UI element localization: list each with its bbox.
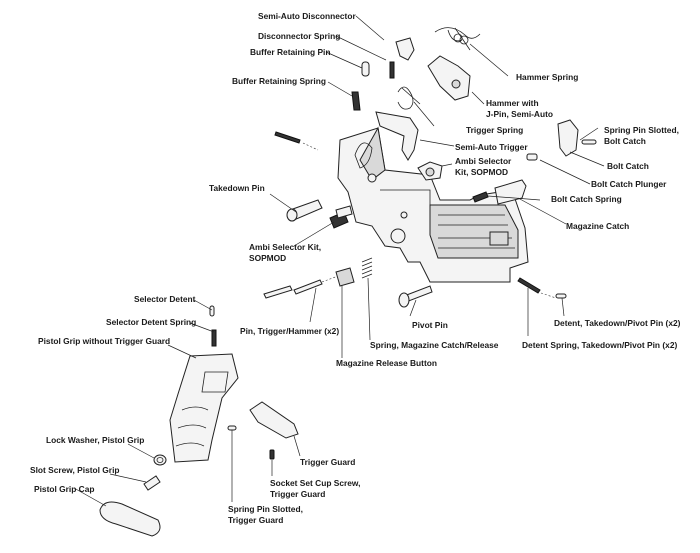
label-spring-magazine-catch: Spring, Magazine Catch/Release	[370, 340, 499, 350]
ambi-selector-kit-left-part	[329, 205, 353, 229]
label-hammer-spring: Hammer Spring	[516, 72, 578, 82]
buffer-retaining-spring-part	[351, 91, 361, 111]
label-socket-set-cup-screw: Socket Set Cup Screw,	[270, 478, 360, 488]
lock-washer-part	[153, 454, 167, 466]
label-semi-auto-trigger: Semi-Auto Trigger	[455, 142, 528, 152]
label-ambi-selector-kit-b: Kit, SOPMOD	[455, 167, 508, 177]
label-bolt-catch-sub: Bolt Catch	[604, 136, 646, 146]
takedown-pin-part	[286, 199, 323, 222]
socket-set-cup-screw-part	[269, 449, 275, 460]
magazine-catch-spring-part	[361, 257, 373, 279]
label-slot-screw-pistol-grip: Slot Screw, Pistol Grip	[30, 465, 120, 475]
pistol-grip-cap-part	[99, 501, 161, 537]
bolt-catch-spring-part	[472, 191, 489, 203]
label-j-pin-semi-auto: J-Pin, Semi-Auto	[486, 109, 553, 119]
rear-pin-part	[274, 131, 319, 151]
selector-detent-spring-part	[211, 329, 217, 347]
label-pistol-grip-cap: Pistol Grip Cap	[34, 484, 95, 494]
label-selector-detent-spring: Selector Detent Spring	[106, 317, 196, 327]
hammer-spring-part	[434, 27, 481, 51]
spring-pin-trigger-guard-part	[227, 425, 237, 431]
magazine-release-button-part	[335, 267, 355, 287]
label-ambi-selector-kit-left-a: Ambi Selector Kit,	[249, 242, 321, 252]
label-bolt-catch-spring: Bolt Catch Spring	[551, 194, 622, 204]
label-pistol-grip-without-trigger-guard: Pistol Grip without Trigger Guard	[38, 336, 170, 346]
label-hammer-with: Hammer with	[486, 98, 539, 108]
part-labels: Semi-Auto Disconnector Disconnector Spri…	[30, 11, 681, 525]
label-buffer-retaining-spring: Buffer Retaining Spring	[232, 76, 326, 86]
detent-spring-takedown-part	[517, 277, 557, 299]
selector-detent-part	[209, 305, 215, 317]
slot-screw-part	[143, 475, 161, 491]
leader-lines	[73, 15, 605, 507]
lower-receiver	[337, 126, 529, 283]
label-spring-pin-slotted-tg: Spring Pin Slotted,	[228, 504, 303, 514]
label-trigger-guard: Trigger Guard	[300, 457, 355, 467]
label-trigger-spring: Trigger Spring	[466, 125, 523, 135]
label-detent-spring-takedown-pivot: Detent Spring, Takedown/Pivot Pin (x2)	[522, 340, 677, 350]
label-bolt-catch-plunger: Bolt Catch Plunger	[591, 179, 667, 189]
label-buffer-retaining-pin: Buffer Retaining Pin	[250, 47, 331, 57]
label-ambi-selector-kit-left-b: SOPMOD	[249, 253, 286, 263]
label-takedown-pin: Takedown Pin	[209, 183, 265, 193]
label-lock-washer-pistol-grip: Lock Washer, Pistol Grip	[46, 435, 144, 445]
label-semi-auto-disconnector: Semi-Auto Disconnector	[258, 11, 356, 21]
label-bolt-catch: Bolt Catch	[607, 161, 649, 171]
pivot-pin-part	[398, 285, 433, 308]
label-detent-takedown-pivot: Detent, Takedown/Pivot Pin (x2)	[554, 318, 681, 328]
label-spring-pin-slotted: Spring Pin Slotted,	[604, 125, 679, 135]
semi-auto-disconnector-part	[395, 37, 415, 61]
bolt-catch-part	[557, 119, 579, 157]
label-selector-detent: Selector Detent	[134, 294, 196, 304]
buffer-retaining-pin-part	[361, 61, 370, 77]
spring-pin-bolt-catch-part	[581, 139, 597, 145]
detent-takedown-part	[555, 293, 567, 299]
magazine-catch-part	[494, 179, 527, 205]
label-disconnector-spring: Disconnector Spring	[258, 31, 340, 41]
label-pin-trigger-hammer: Pin, Trigger/Hammer (x2)	[240, 326, 339, 336]
pistol-grip-part	[169, 353, 239, 463]
ambi-selector-kit-part	[417, 161, 443, 181]
label-magazine-catch: Magazine Catch	[566, 221, 629, 231]
label-trigger-guard-sub2: Trigger Guard	[228, 515, 283, 525]
disconnector-spring-part	[389, 61, 395, 79]
label-magazine-release-button: Magazine Release Button	[336, 358, 437, 368]
label-trigger-guard-sub: Trigger Guard	[270, 489, 325, 499]
semi-auto-trigger-part	[375, 111, 419, 161]
bolt-catch-plunger-part	[526, 153, 538, 161]
trigger-guard-part	[249, 401, 299, 439]
label-pivot-pin: Pivot Pin	[412, 320, 448, 330]
hammer-part	[427, 55, 471, 101]
label-ambi-selector-kit-a: Ambi Selector	[455, 156, 512, 166]
pin-trigger-hammer-part	[263, 275, 339, 299]
trigger-spring-part	[397, 86, 421, 110]
